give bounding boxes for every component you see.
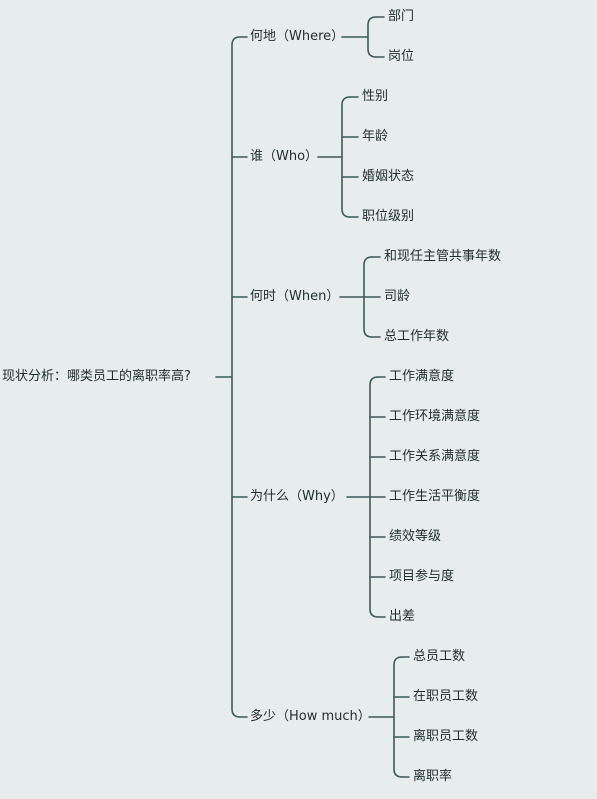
- branch-how-much: 多少（How much）: [250, 709, 371, 724]
- howmuch-connector-spine: [393, 656, 403, 778]
- leaf-tenure: 司龄: [384, 289, 411, 304]
- leaf-job-involvement: 项目参与度: [389, 569, 455, 584]
- leaf-position: 岗位: [388, 49, 415, 64]
- leaf-years-with-manager: 和现任主管共事年数: [384, 249, 502, 264]
- who-connector-spine: [341, 96, 351, 218]
- root-connector-spine: [231, 36, 241, 718]
- leaf-left-employees: 离职员工数: [413, 729, 479, 744]
- leaf-business-travel: 出差: [389, 609, 416, 624]
- leaf-age: 年龄: [362, 129, 389, 144]
- leaf-gender: 性别: [362, 89, 389, 104]
- leaf-department: 部门: [388, 9, 415, 24]
- leaf-active-employees: 在职员工数: [413, 689, 479, 704]
- branch-when: 何时（When）: [250, 289, 340, 304]
- root-node: 现状分析：哪类员工的离职率高?: [2, 369, 191, 384]
- leaf-marital-status: 婚姻状态: [362, 169, 415, 184]
- leaf-performance-rating: 绩效等级: [389, 529, 442, 544]
- leaf-work-life-balance: 工作生活平衡度: [389, 489, 481, 504]
- branch-why: 为什么（Why）: [250, 489, 344, 504]
- leaf-total-working-years: 总工作年数: [384, 329, 450, 344]
- where-connector-spine: [367, 16, 377, 58]
- leaf-attrition-rate: 离职率: [413, 769, 453, 784]
- leaf-relationship-satisfaction: 工作关系满意度: [389, 449, 481, 464]
- leaf-total-employees: 总员工数: [413, 649, 466, 664]
- leaf-job-level: 职位级别: [362, 209, 415, 224]
- branch-who: 谁（Who）: [250, 149, 319, 164]
- leaf-environment-satisfaction: 工作环境满意度: [389, 409, 481, 424]
- leaf-job-satisfaction: 工作满意度: [389, 369, 455, 384]
- branch-where: 何地（Where）: [250, 29, 345, 44]
